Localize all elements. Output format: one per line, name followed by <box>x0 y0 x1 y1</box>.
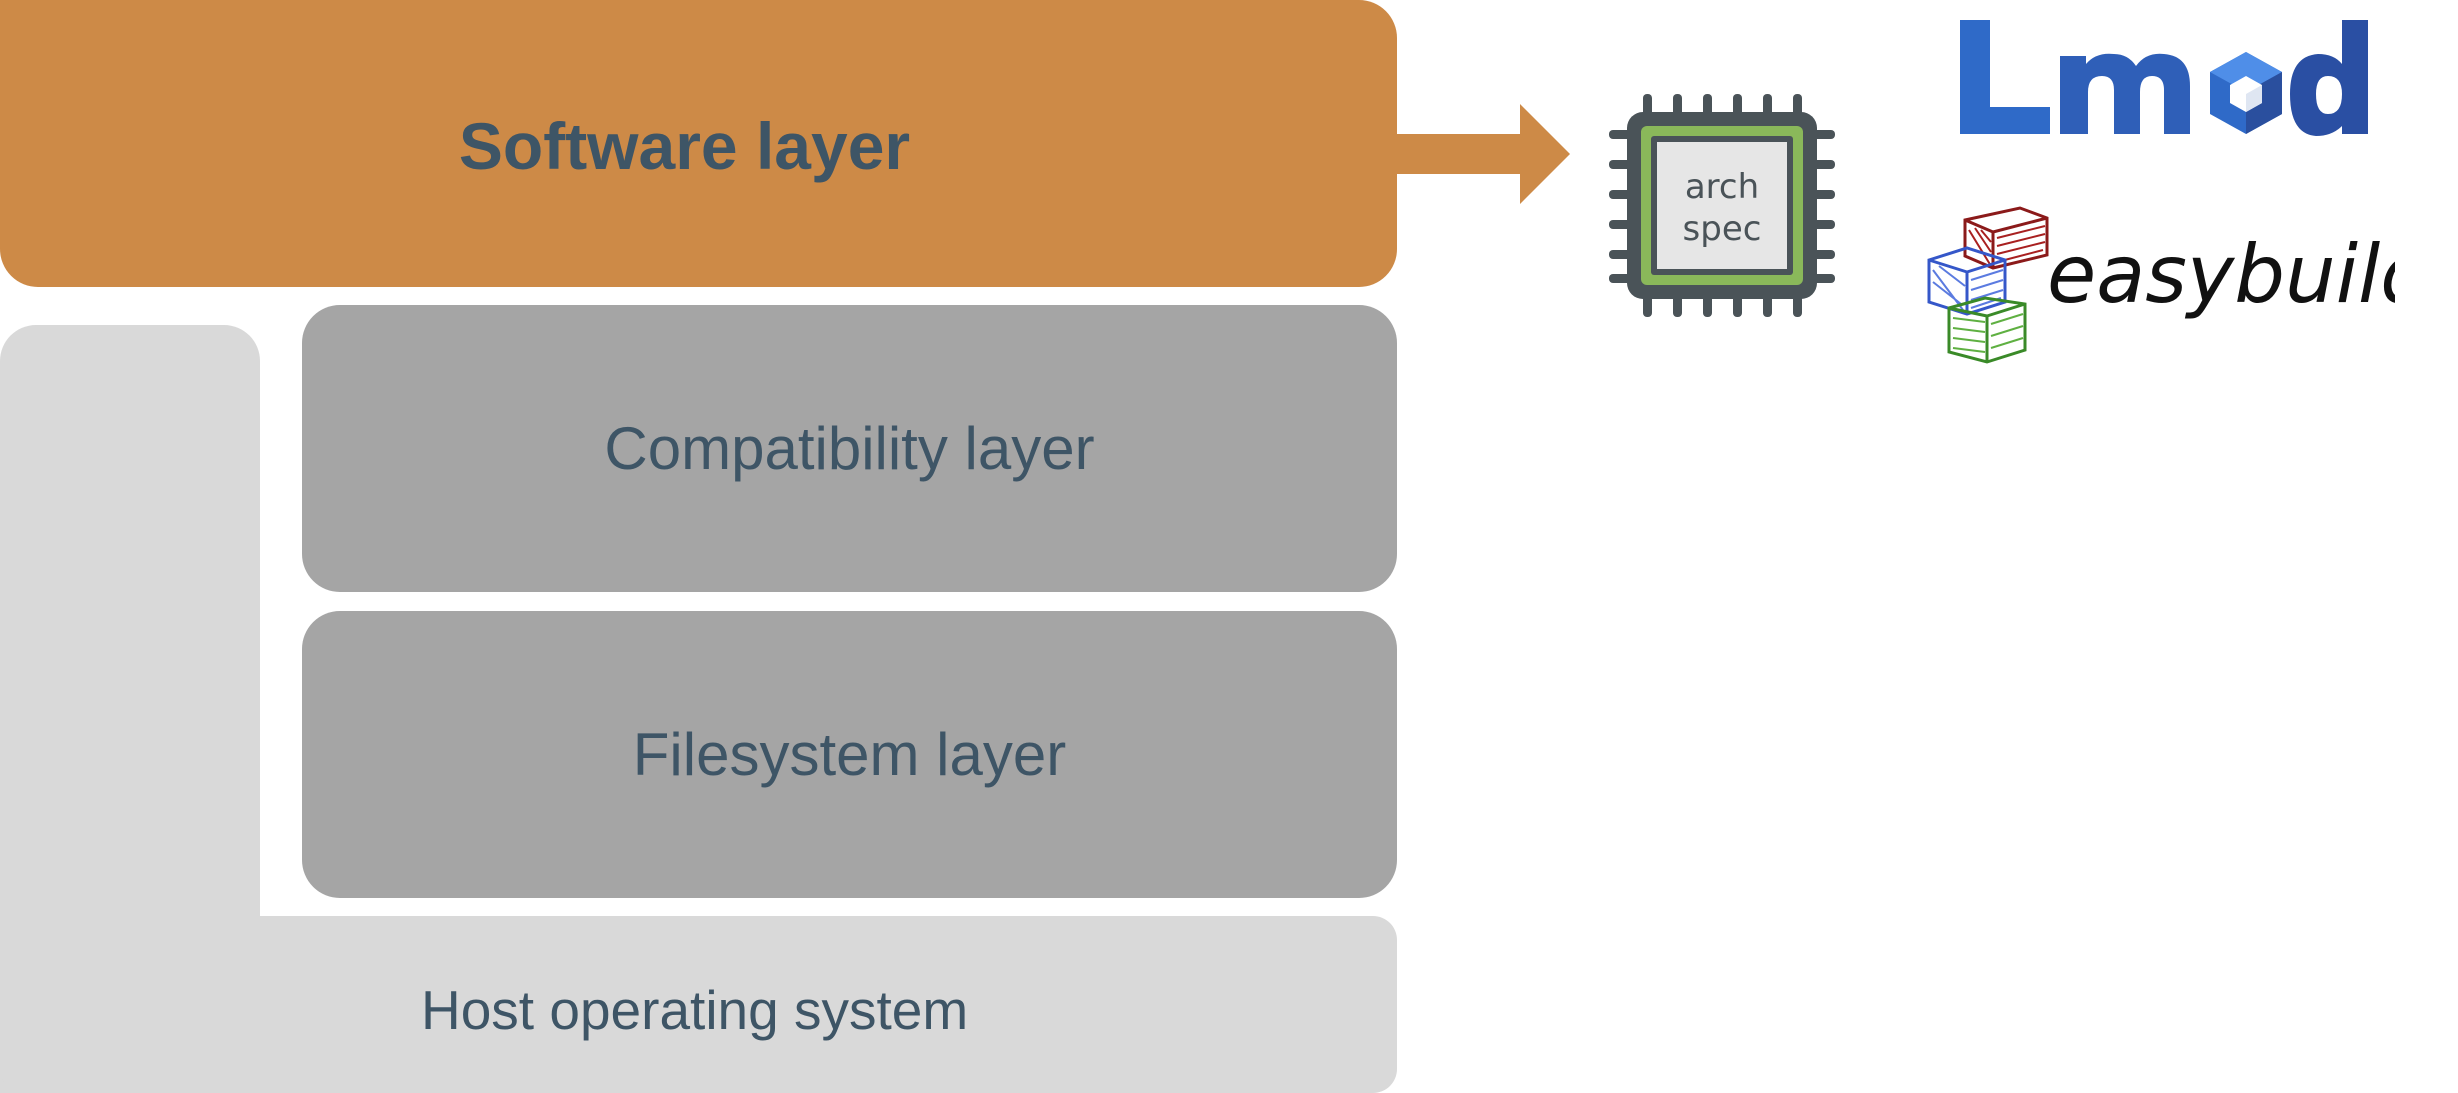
easybuild-logo: easybuild <box>1927 206 2395 364</box>
compatibility-layer-label: Compatibility layer <box>604 415 1095 482</box>
arrow-right-icon <box>1390 104 1570 204</box>
host-os-label: Host operating system <box>421 978 969 1041</box>
chip-line2: spec <box>1683 209 1762 249</box>
filesystem-layer: Filesystem layer <box>302 611 1397 898</box>
chip-line1: arch <box>1685 167 1759 207</box>
software-layer-label: Software layer <box>458 108 911 183</box>
cpu-chip-icon: arch spec <box>1609 94 1835 317</box>
easybuild-wordmark: easybuild <box>2047 228 2395 321</box>
host-os-layer: Host operating system <box>0 916 1397 1093</box>
filesystem-layer-label: Filesystem layer <box>632 721 1067 788</box>
compatibility-layer: Compatibility layer <box>302 305 1397 592</box>
lmod-logo <box>1960 20 2368 136</box>
software-layer: Software layer <box>0 0 1397 287</box>
